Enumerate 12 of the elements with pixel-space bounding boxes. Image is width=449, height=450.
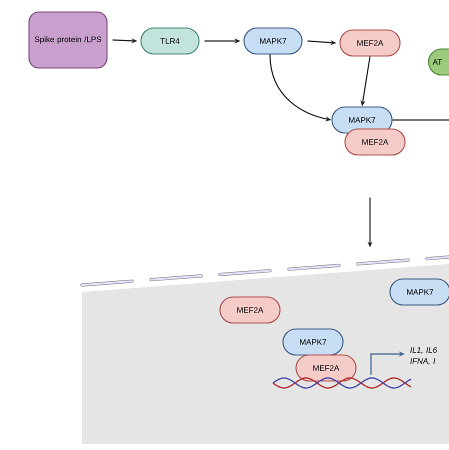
protein-pill: TLR4 [140,27,200,55]
gene-label: IL1, IL6 IFNA, I [410,347,438,365]
protein-pill: MAPK7 [389,278,449,306]
protein-pill: MEF2A [344,128,406,156]
stimulus-box: Spike protein /LPS [28,11,108,69]
protein-pill: MAPK7 [282,328,344,356]
nucleus-drawing [80,253,449,444]
protein-pill: AT [428,48,449,76]
dna-drawing [272,377,412,389]
protein-pill: MEF2A [339,29,401,57]
protein-pill: MAPK7 [243,27,303,55]
protein-pill: MEF2A [219,296,281,324]
